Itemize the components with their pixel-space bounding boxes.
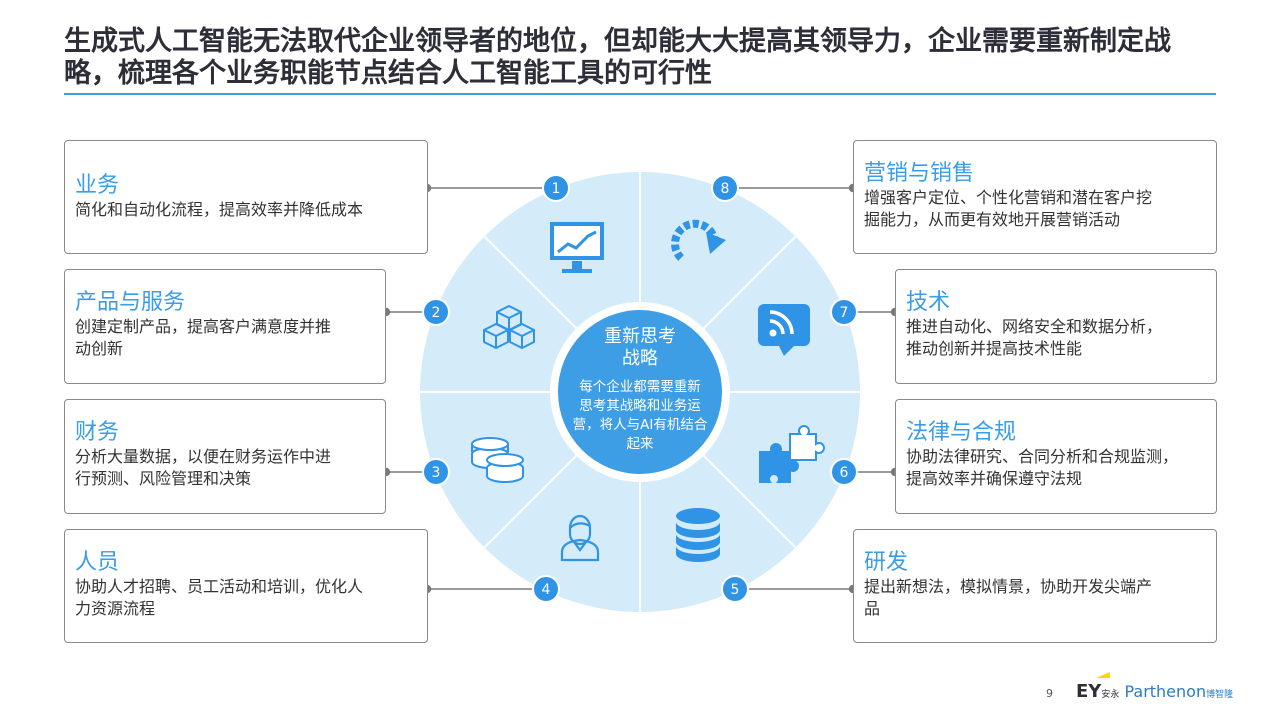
center-title-line1: 重新思考 [604,326,676,347]
database-icon [676,508,720,562]
center-desc-line1: 每个企业都需要重新 [579,379,701,395]
badge-7: 7 [830,298,858,326]
function-card-business: 业务 简化和自动化流程，提高效率并降低成本 [64,140,428,254]
card-heading: 法律与合规 [906,420,1017,445]
card-desc-line2: 品 [864,599,881,618]
ey-logo-cn: 安永 [1101,690,1120,700]
cubes-icon [483,305,535,349]
svg-text:3: 3 [432,465,441,481]
card-heading: 营销与销售 [864,161,975,186]
badge-6: 6 [830,458,858,486]
card-heading: 业务 [75,173,120,198]
badge-1: 1 [542,174,570,202]
rss-chat-icon [758,304,810,356]
badge-4: 4 [532,575,560,603]
card-desc-line1: 提出新想法，模拟情景，协助开发尖端产 [864,577,1153,596]
card-desc-line2: 掘能力，从而更有效地开展营销活动 [864,210,1121,229]
card-heading: 人员 [75,550,120,575]
badge-2: 2 [422,298,450,326]
ey-logo-text: EY [1076,681,1102,702]
person-icon [560,514,600,562]
function-card-products-services: 产品与服务 创建定制产品，提高客户满意度并推 动创新 [64,269,386,384]
brand-logo: EY安永 Parthenon博智隆 [1076,681,1233,702]
svg-text:5: 5 [731,582,740,598]
card-desc-line1: 创建定制产品，提高客户满意度并推 [75,317,332,336]
card-heading: 财务 [75,420,120,445]
card-heading: 产品与服务 [75,290,186,315]
card-desc-line1: 协助人才招聘、员工活动和培训，优化人 [75,577,364,596]
card-desc-line2: 提高效率并确保遵守法规 [906,469,1083,488]
title-divider [64,93,1216,95]
parthenon-text: Parthenon [1124,682,1207,701]
ey-logo-beam [1096,672,1110,678]
svg-text:8: 8 [721,181,730,197]
card-desc-line2: 力资源流程 [75,599,156,618]
svg-text:4: 4 [542,582,551,598]
badge-5: 5 [721,575,749,603]
page-number: 9 [1046,687,1053,700]
card-heading: 技术 [906,290,951,315]
badge-8: 8 [711,174,739,202]
center-circle [558,310,722,474]
center-title-line2: 战略 [622,348,658,369]
puzzle-icon [759,425,825,483]
card-desc-line1: 分析大量数据，以便在财务运作中进 [75,447,332,466]
function-card-finance: 财务 分析大量数据，以便在财务运作中进 行预测、风险管理和决策 [64,399,386,514]
card-heading: 研发 [864,550,909,575]
monitor-chart-icon [550,222,604,273]
center-desc-line4: 起来 [626,436,654,452]
card-desc-line1: 推进自动化、网络安全和数据分析， [906,317,1163,336]
parthenon-cn: 博智隆 [1206,690,1234,700]
badge-3: 3 [422,458,450,486]
card-desc-line1: 增强客户定位、个性化营销和潜在客户挖 [864,188,1153,207]
card-desc: 简化和自动化流程，提高效率并降低成本 [75,200,364,219]
card-desc-line2: 推动创新并提高技术性能 [906,339,1083,358]
slide-title: 生成式人工智能无法取代企业领导者的地位，但却能大大提高其领导力，企业需要重新制定… [64,26,1171,89]
function-card-technology: 技术 推进自动化、网络安全和数据分析， 推动创新并提高技术性能 [895,269,1217,384]
svg-text:6: 6 [840,465,849,481]
coins-icon [471,437,524,483]
function-card-legal-compliance: 法律与合规 协助法律研究、合同分析和合规监测， 提高效率并确保遵守法规 [895,399,1217,514]
function-card-people: 人员 协助人才招聘、员工活动和培训，优化人 力资源流程 [64,529,428,643]
center-block: 重新思考 战略 每个企业都需要重新 思考其战略和业务运 营，将人与AI有机结合 … [570,326,710,454]
svg-text:1: 1 [552,181,561,197]
card-desc-line2: 行预测、风险管理和决策 [75,469,252,488]
center-desc-line2: 思考其战略和业务运 [579,398,701,414]
svg-text:7: 7 [840,305,849,321]
function-card-marketing-sales: 营销与销售 增强客户定位、个性化营销和潜在客户挖 掘能力，从而更有效地开展营销活… [853,140,1217,254]
refresh-icon [671,219,726,261]
number-badges: 1 2 3 4 5 6 7 8 [422,174,858,603]
function-card-rnd: 研发 提出新想法，模拟情景，协助开发尖端产 品 [853,529,1217,643]
card-desc-line1: 协助法律研究、合同分析和合规监测， [906,447,1179,466]
card-desc-line2: 动创新 [75,339,124,358]
svg-text:2: 2 [432,305,441,321]
center-desc-line3: 营，将人与AI有机结合 [572,417,708,433]
